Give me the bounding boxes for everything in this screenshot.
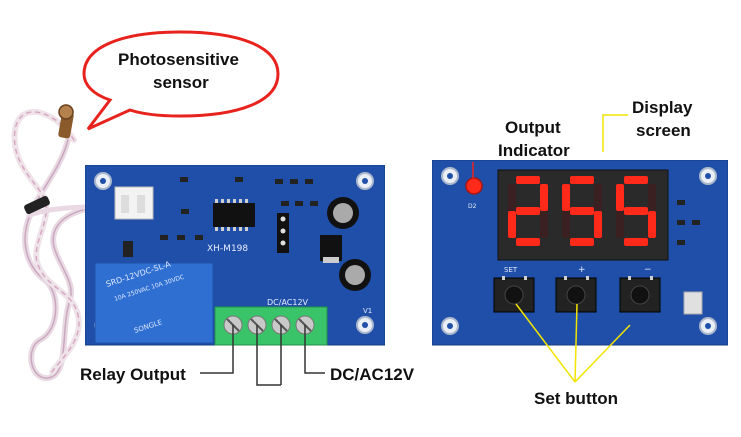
- digit-0-segment-e: [508, 211, 516, 238]
- digit-0-segment-c: [540, 211, 548, 238]
- digit-0-segment-g: [516, 207, 540, 215]
- digit-1-segment-a: [570, 176, 594, 184]
- digit-1-segment-d: [570, 238, 594, 246]
- right-pcb-board: D2 SET + −: [432, 160, 728, 346]
- callout-line1: Photosensitive: [118, 50, 239, 69]
- digit-1-segment-e: [562, 211, 570, 238]
- digit-0-segment-a: [516, 176, 540, 184]
- digit-2-segment-c: [648, 211, 656, 238]
- set-buttons: [493, 277, 661, 313]
- output-led: [465, 177, 483, 195]
- digit-1-segment-b: [594, 184, 602, 211]
- callout-line2: sensor: [153, 73, 209, 92]
- digit-2-segment-d: [624, 238, 648, 246]
- callout-bubble: [82, 30, 280, 131]
- digit-1-segment-c: [594, 211, 602, 238]
- digit-2-segment-a: [624, 176, 648, 184]
- model-label: XH-M198: [207, 244, 248, 254]
- display-label-1: Display: [632, 98, 693, 117]
- relay-output-label: Relay Output: [80, 365, 186, 384]
- digit-1-segment-f: [562, 184, 570, 211]
- display-label-2: screen: [636, 121, 691, 140]
- led-label: D2: [468, 203, 477, 210]
- pad-label: V1: [363, 307, 372, 315]
- digit-0-segment-d: [516, 238, 540, 246]
- digit-2-segment-e: [616, 211, 624, 238]
- digit-0-segment-b: [540, 184, 548, 211]
- dc-input-label: DC/AC12V: [330, 365, 415, 384]
- display-digits: [508, 176, 656, 246]
- button-label-set: SET: [504, 266, 518, 274]
- digit-1-segment-g: [570, 207, 594, 215]
- set-button-label: Set button: [534, 389, 619, 408]
- digit-0-segment-f: [508, 184, 516, 211]
- digit-2-segment-b: [648, 184, 656, 211]
- output-indicator-label-2: Indicator: [498, 141, 570, 160]
- terminal-label: DC/AC12V: [267, 298, 309, 307]
- output-indicator-label-1: Output: [505, 118, 561, 137]
- button-label-plus: +: [578, 265, 586, 275]
- digit-2-segment-f: [616, 184, 624, 211]
- digit-2-segment-g: [624, 207, 648, 215]
- button-label-minus: −: [644, 265, 652, 275]
